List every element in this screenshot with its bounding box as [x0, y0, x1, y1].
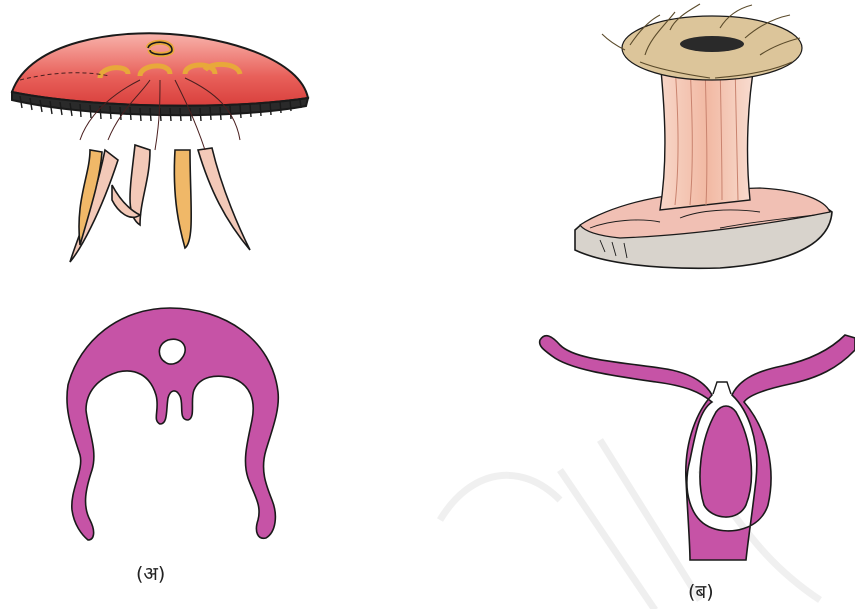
polyp-section-shape [540, 335, 855, 560]
label-a: (अ) [136, 560, 165, 586]
label-b: (ब) [688, 578, 714, 604]
